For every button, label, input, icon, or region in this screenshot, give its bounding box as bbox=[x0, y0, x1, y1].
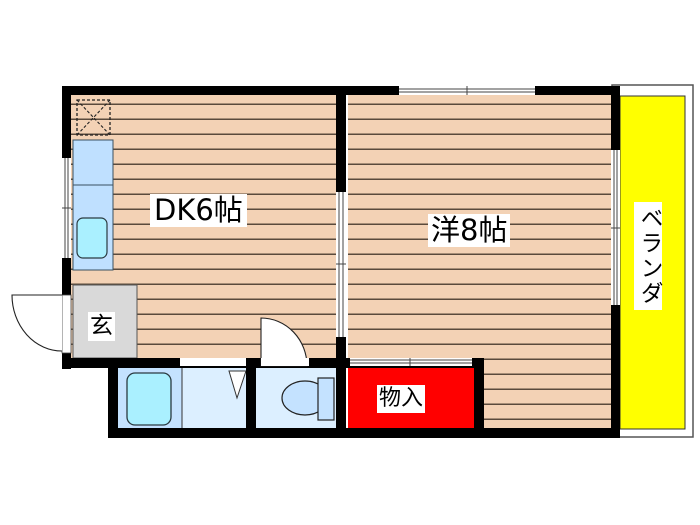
room-label-closet: 物入 bbox=[377, 385, 426, 413]
room-label-dk: DK6帖 bbox=[150, 194, 247, 227]
washroom-door-opening bbox=[180, 358, 246, 366]
washroom bbox=[181, 368, 247, 428]
bathtub-icon bbox=[126, 372, 172, 426]
kitchen-counter bbox=[72, 139, 114, 271]
sink-icon bbox=[76, 217, 108, 259]
room-label-entrance: 玄 bbox=[88, 312, 115, 341]
room-label-veranda: ベランダ bbox=[634, 202, 662, 310]
bathroom bbox=[118, 368, 182, 428]
toilet-icon bbox=[281, 377, 335, 421]
toilet-room bbox=[256, 368, 338, 428]
window-left bbox=[62, 158, 71, 258]
closet-sliding-door bbox=[350, 358, 472, 366]
refrigerator-space-icon bbox=[76, 99, 111, 136]
veranda bbox=[611, 84, 694, 438]
room-label-western: 洋8帖 bbox=[428, 214, 511, 247]
washbasin-icon bbox=[228, 370, 247, 400]
entrance-door-swing-icon bbox=[11, 294, 72, 354]
toilet-door-swing-icon bbox=[260, 317, 309, 367]
window-top bbox=[399, 86, 535, 95]
sliding-door-partition bbox=[336, 192, 346, 337]
window-veranda bbox=[611, 150, 620, 305]
